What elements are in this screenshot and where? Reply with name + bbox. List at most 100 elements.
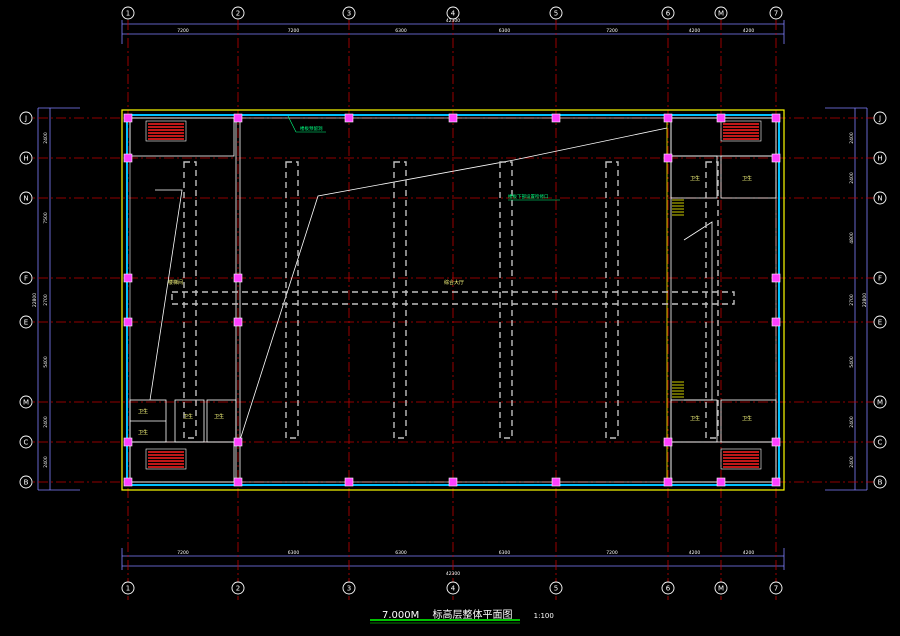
column xyxy=(663,437,673,447)
svg-text:B: B xyxy=(878,479,883,487)
column xyxy=(771,437,781,447)
column xyxy=(233,437,243,447)
beam-vertical xyxy=(499,161,513,439)
column xyxy=(233,113,243,123)
stair xyxy=(720,448,762,470)
axis-bubble: B xyxy=(873,475,887,489)
svg-text:E: E xyxy=(878,319,882,327)
svg-text:F: F xyxy=(24,275,28,283)
hall-label-main: 综合大厅 xyxy=(444,279,464,286)
dimension-total: 22800 xyxy=(862,293,868,307)
svg-text:E: E xyxy=(24,319,28,327)
column xyxy=(771,153,781,163)
column xyxy=(123,437,133,447)
dimension-text: 2400 xyxy=(849,456,855,468)
column xyxy=(344,113,354,123)
beam-vertical xyxy=(183,161,197,439)
column xyxy=(771,317,781,327)
axis-bubble: M xyxy=(19,395,33,409)
svg-text:C: C xyxy=(878,439,883,447)
dimension-text: 7200 xyxy=(177,550,189,556)
dimension-text: 4200 xyxy=(743,28,755,34)
column xyxy=(448,477,458,487)
svg-text:F: F xyxy=(878,275,882,283)
dimension-text: 6300 xyxy=(395,550,407,556)
svg-text:2: 2 xyxy=(236,585,240,593)
hall-label-left: 楼梯间 xyxy=(168,279,183,286)
dimension-text: 2400 xyxy=(849,132,855,144)
axis-bubble: 6 xyxy=(661,581,675,595)
drawing-title: 7.000M 标高层整体平面图 1:100 xyxy=(382,606,554,621)
axis-bubble: 1 xyxy=(121,581,135,595)
axis-bubble: 6 xyxy=(661,6,675,20)
column xyxy=(771,273,781,283)
column xyxy=(123,477,133,487)
svg-text:5: 5 xyxy=(554,585,558,593)
column xyxy=(663,113,673,123)
svg-text:6: 6 xyxy=(666,10,671,18)
column xyxy=(448,113,458,123)
axis-bubble: 4 xyxy=(446,6,460,20)
svg-text:2: 2 xyxy=(236,10,240,18)
title-level: 7.000M xyxy=(382,610,420,621)
column xyxy=(233,477,243,487)
dimension-text: 4200 xyxy=(689,550,701,556)
axis-bubble: E xyxy=(873,315,887,329)
room-label-right2: 卫生 xyxy=(742,175,752,182)
axis-bubble: 4 xyxy=(446,581,460,595)
axis-bubble: 2 xyxy=(231,6,245,20)
column xyxy=(123,153,133,163)
dimension-text: 2400 xyxy=(849,416,855,428)
column xyxy=(551,113,561,123)
dimension-text: 6300 xyxy=(288,550,300,556)
svg-text:7: 7 xyxy=(774,10,778,18)
room-label-left2: 卫生 xyxy=(138,429,148,436)
axis-bubble: 2 xyxy=(231,581,245,595)
room-label-right4: 卫生 xyxy=(742,415,752,422)
axis-bubble: N xyxy=(873,191,887,205)
dimension-text: 5400 xyxy=(849,356,855,368)
column xyxy=(663,477,673,487)
stair xyxy=(145,120,187,142)
svg-text:3: 3 xyxy=(347,10,351,18)
beam-vertical xyxy=(605,161,619,439)
axis-bubble: E xyxy=(19,315,33,329)
axis-bubble: H xyxy=(873,151,887,165)
column xyxy=(663,153,673,163)
stair-small xyxy=(672,381,684,398)
axis-bubble: 3 xyxy=(342,6,356,20)
dimension-text: 7200 xyxy=(288,28,300,34)
axis-grid xyxy=(20,20,880,600)
title-name: 标高层整体平面图 xyxy=(432,610,513,621)
title-scale: 1:100 xyxy=(533,612,554,620)
dimension-text: 6300 xyxy=(499,28,511,34)
annotation-top: 楼板预留洞 xyxy=(300,125,323,132)
dashed-beams xyxy=(171,161,735,439)
svg-text:4: 4 xyxy=(451,10,456,18)
axis-bubble: C xyxy=(19,435,33,449)
svg-text:1: 1 xyxy=(126,585,130,593)
axis-bubble: J xyxy=(19,111,33,125)
stair xyxy=(720,120,762,142)
room-label-left: 卫生 xyxy=(138,408,148,415)
dimension-text: 2400 xyxy=(43,456,49,468)
svg-text:6: 6 xyxy=(666,585,671,593)
axis-bubble: 5 xyxy=(549,6,563,20)
svg-text:B: B xyxy=(24,479,29,487)
axis-bubble: M xyxy=(714,581,728,595)
room-labels: 卫生 卫生 卫生 卫生 卫生 卫生 卫生 卫生 楼梯间 综合大厅 xyxy=(138,175,752,436)
column xyxy=(716,477,726,487)
axis-bubble: 7 xyxy=(769,581,783,595)
column xyxy=(551,477,561,487)
svg-text:N: N xyxy=(23,195,28,203)
dimension-text: 2700 xyxy=(43,294,49,306)
svg-text:N: N xyxy=(877,195,882,203)
svg-text:J: J xyxy=(878,115,881,123)
room-label-right3: 卫生 xyxy=(690,415,700,422)
axis-bubble: B xyxy=(19,475,33,489)
dimension-total: 42300 xyxy=(446,571,460,577)
svg-text:1: 1 xyxy=(126,10,130,18)
dimension-text: 6300 xyxy=(395,28,407,34)
dimension-total: 22800 xyxy=(32,293,38,307)
